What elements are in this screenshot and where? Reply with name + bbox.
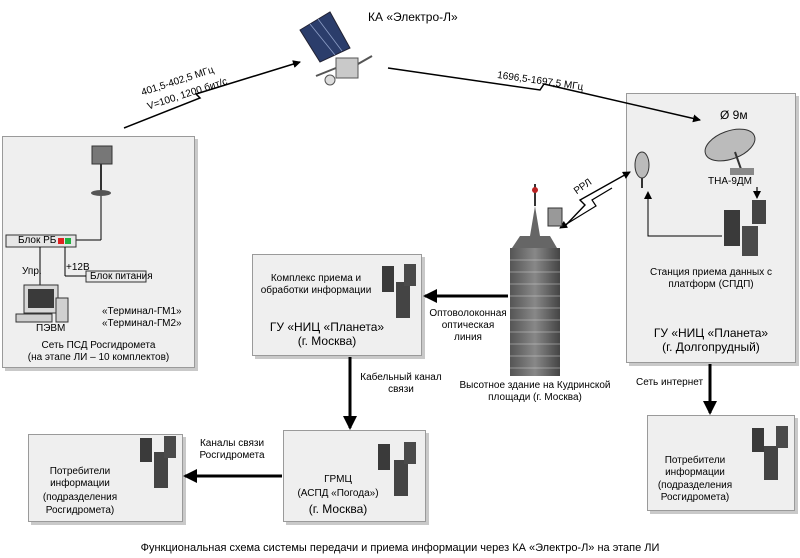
- dolgoprudny-servers-icon: [724, 200, 766, 256]
- psd-antenna-icon: [91, 145, 113, 196]
- consumers-right-servers-icon: [752, 426, 788, 480]
- consumers-right-3: (подразделения: [657, 480, 733, 491]
- antenna-label: ТНА-9ДМ: [708, 176, 752, 187]
- fiber-label-2: оптическая: [441, 320, 495, 331]
- building-label-2: площади (г. Москва): [488, 392, 582, 403]
- building-icon: [510, 184, 563, 376]
- terminal2-label: «Терминал-ГМ2»: [102, 318, 182, 329]
- moscow-org-2: (г. Москва): [297, 334, 357, 348]
- uplink-arrow: [123, 60, 301, 129]
- dolgoprudny-org-2: (г. Долгопрудный): [662, 340, 760, 354]
- grmc-label-3: (г. Москва): [308, 502, 368, 516]
- consumers-right-2: информации: [665, 467, 725, 478]
- grmc-label-1: ГРМЦ: [324, 474, 352, 485]
- satellite-dish-icon: [704, 128, 756, 175]
- psd-title-1: Сеть ПСД Росгидромета: [41, 340, 156, 351]
- moscow-center-servers-icon: [382, 264, 416, 318]
- fiber-label-3: линия: [454, 332, 482, 343]
- grmc-servers-icon: [378, 442, 416, 496]
- consumers-right-1: Потребители: [664, 455, 726, 466]
- diagram-caption: Функциональная схема системы передачи и …: [140, 542, 660, 554]
- channels-label-2: Росгидромета: [199, 450, 265, 461]
- consumers-left-1: Потребители: [49, 466, 111, 477]
- channels-label-1: Каналы связи: [199, 438, 265, 449]
- terminal1-label: «Терминал-ГМ1»: [102, 306, 182, 317]
- moscow-complex-1: Комплекс приема и: [270, 273, 362, 284]
- downlink-arrow: [387, 67, 701, 123]
- grmc-label-2: (АСПД «Погода»): [297, 488, 379, 499]
- rrl-antenna-icon: [634, 151, 650, 188]
- station-label-2: платформ (СПДП): [668, 279, 754, 290]
- dolgoprudny-org-1: ГУ «НИЦ «Планета»: [653, 326, 769, 340]
- fiber-label-1: Оптоволоконная: [429, 308, 507, 319]
- pc-icon: [15, 284, 69, 323]
- consumers-left-2: информации: [50, 478, 110, 489]
- moscow-org-1: ГУ «НИЦ «Планета»: [269, 320, 385, 334]
- cable-label-2: связи: [388, 384, 414, 395]
- block-rb-label: Блок РБ: [18, 235, 57, 246]
- consumers-right-4: Росгидромета): [660, 492, 730, 503]
- rrl-link-arrow: [564, 171, 631, 227]
- consumers-left-servers-icon: [140, 436, 176, 488]
- rrl-link-back: [559, 187, 613, 229]
- dish-size-label: Ø 9м: [720, 108, 748, 122]
- station-label-1: Станция приема данных с: [649, 267, 773, 278]
- moscow-complex-2: обработки информации: [260, 285, 372, 296]
- psd-title-2: (на этапе ЛИ – 10 комплектов): [27, 352, 170, 363]
- dolgoprudny-box: [626, 93, 796, 363]
- upr-label: Упр.: [22, 266, 42, 277]
- cable-label-1: Кабельный канал: [360, 372, 442, 383]
- consumers-left-4: Росгидромета): [45, 505, 115, 516]
- consumers-left-3: (подразделения: [42, 492, 118, 503]
- satellite-name: КА «Электро-Л»: [368, 10, 458, 24]
- led-green-icon: [65, 238, 71, 244]
- pc-label: ПЭВМ: [36, 323, 66, 334]
- psd-network-box: [2, 136, 195, 368]
- satellite-icon: [299, 11, 373, 86]
- internet-label: Сеть интернет: [636, 377, 704, 388]
- building-label-1: Высотное здание на Кудринской: [459, 380, 611, 391]
- v12-label: +12В: [66, 262, 90, 273]
- led-red-icon: [58, 238, 64, 244]
- power-block-label: Блок питания: [90, 271, 153, 282]
